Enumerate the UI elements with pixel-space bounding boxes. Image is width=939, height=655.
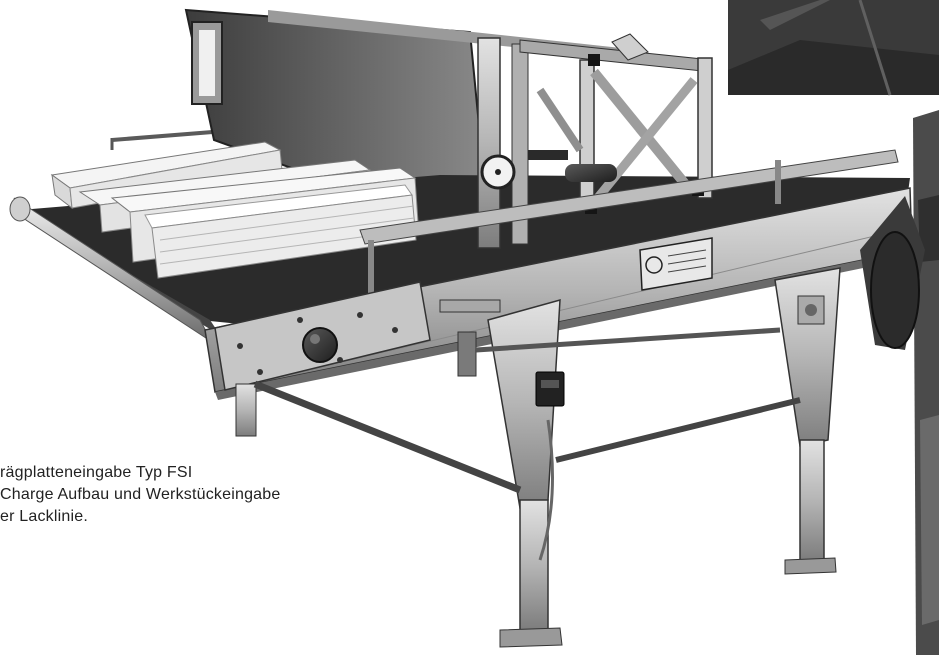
round-knob-icon [302,327,338,363]
board-stacks [50,141,419,279]
nameplate-icon [639,237,713,291]
drive-cylinder [528,150,617,182]
junction-box [797,295,825,325]
legs [235,267,841,648]
caption-line-3: er Lacklinie. [0,508,88,525]
caption-line-2: Charge Aufbau und Werkstückeingabe [0,486,281,503]
inset-photo-right-edge [913,110,939,655]
push-switch-icon [535,371,565,407]
round-gauge-icon [480,154,516,190]
caption-line-1: rägplatteneingabe Typ FSI [0,464,193,481]
drive-wheel [860,196,925,350]
front-rail [359,149,899,302]
inset-photo-top-right [728,0,939,96]
photo-caption: rägplatteneingabe Typ FSI Charge Aufbau … [0,462,380,528]
